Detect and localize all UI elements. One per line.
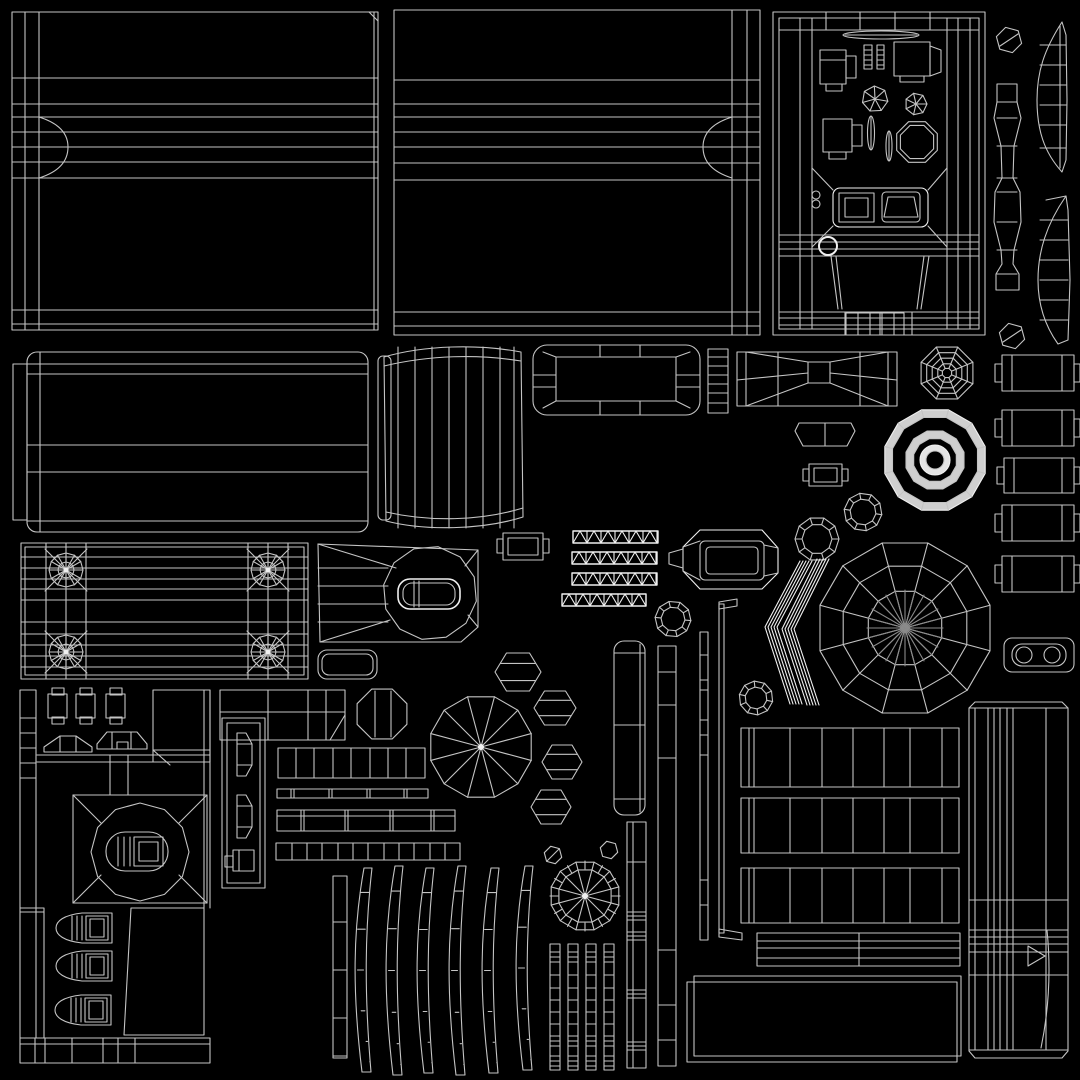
misc-small-parts	[497, 349, 897, 560]
tabbed-rects-column	[995, 355, 1080, 672]
slat-panels	[687, 728, 961, 1062]
frame-rounded	[533, 345, 700, 415]
panel-top-right	[773, 12, 985, 335]
grid-block-and-bars	[220, 689, 460, 888]
bottom-left-assembly	[20, 688, 210, 1063]
fan-disc	[431, 697, 531, 797]
plate-starburst	[21, 543, 308, 679]
octagon-web-small	[921, 347, 973, 399]
panel-circle-slot	[318, 544, 478, 679]
panel-top-left	[12, 12, 378, 330]
strip-right-top	[994, 22, 1070, 349]
panel-top-center	[394, 10, 760, 335]
gear-rings	[655, 493, 882, 715]
chevrons	[765, 559, 829, 705]
striped-wheel-and-ladders	[550, 599, 742, 1070]
cylinder	[384, 347, 523, 528]
panel-mid-left	[13, 352, 391, 532]
right-tall-panel	[969, 702, 1068, 1058]
dodecagon-web-large	[820, 543, 990, 713]
truss-bars	[562, 531, 658, 606]
gem-frame	[669, 530, 778, 589]
target-rings	[885, 410, 985, 510]
hexagons	[495, 653, 618, 864]
blades-row	[333, 866, 533, 1075]
